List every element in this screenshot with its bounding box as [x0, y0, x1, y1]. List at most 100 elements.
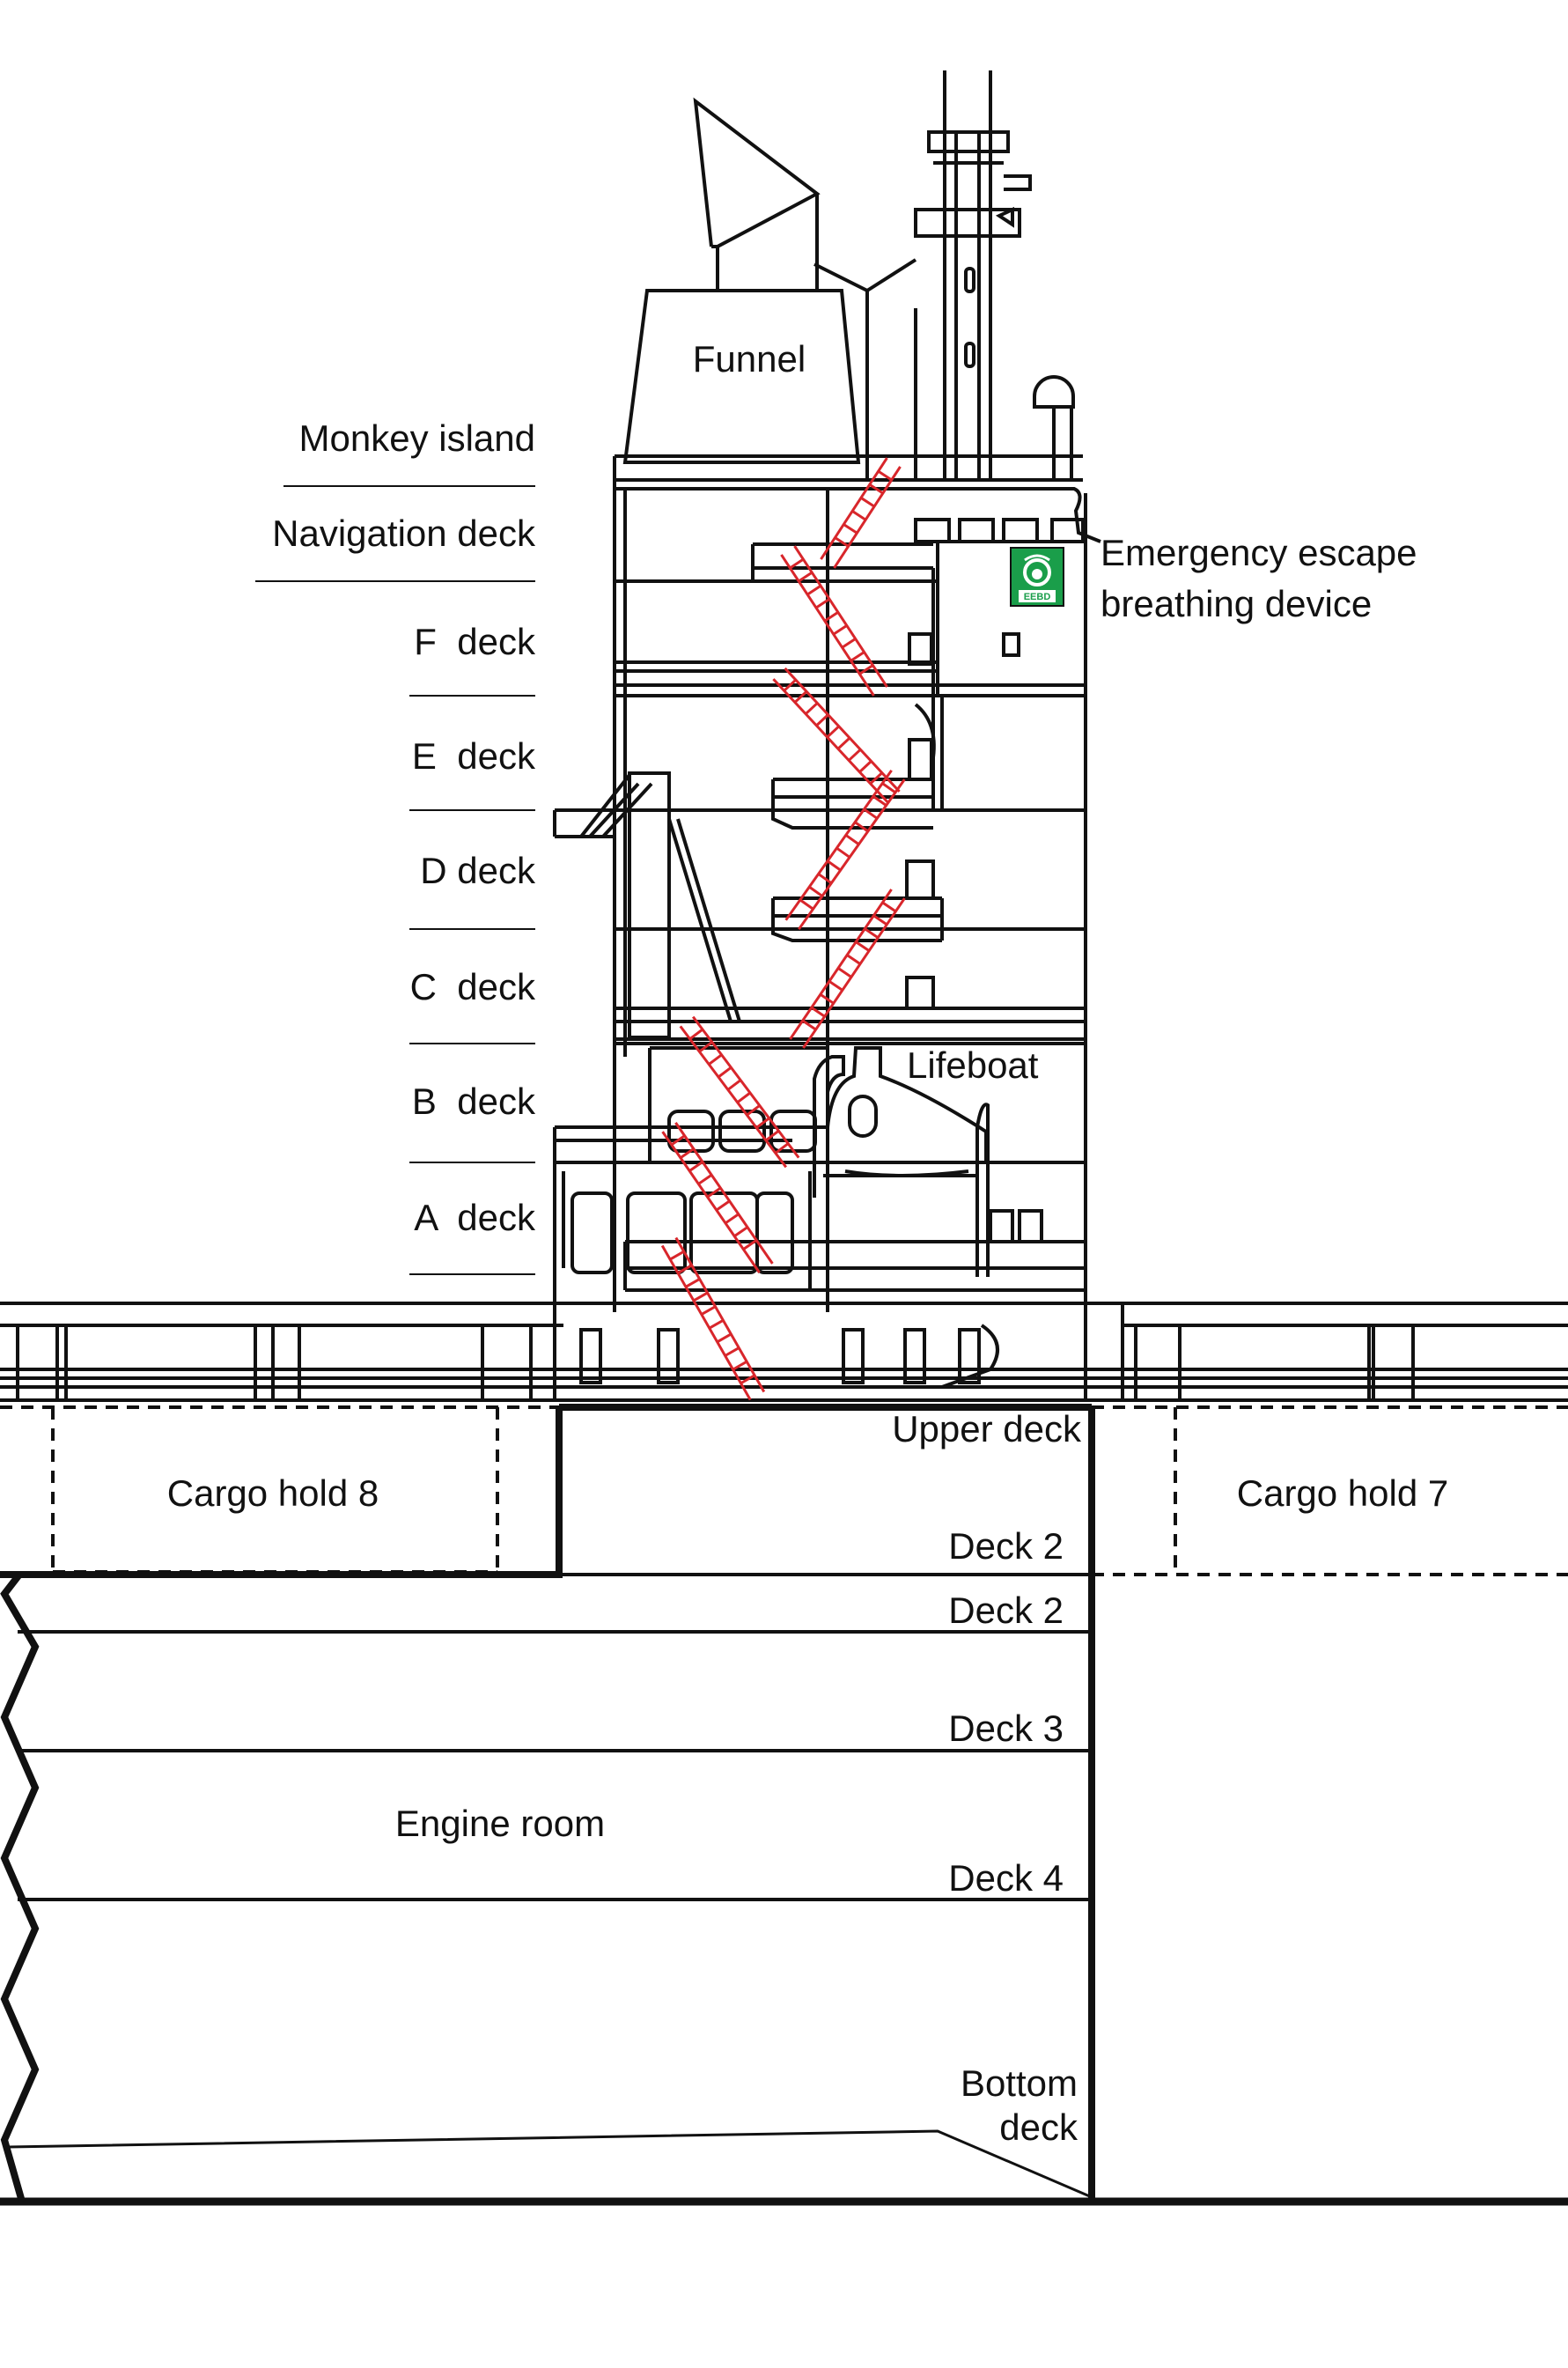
- navigation-deck-label: Navigation deck: [272, 513, 536, 554]
- ladder-rung: [801, 1019, 817, 1031]
- ladder-rung: [844, 834, 860, 845]
- ladder-rung: [685, 1278, 701, 1288]
- ladder-rung: [820, 992, 835, 1005]
- cargo-hold-7-label: Cargo hold 7: [1237, 1472, 1449, 1514]
- lifeboat-label: Lifeboat: [907, 1044, 1039, 1086]
- ladder-rung: [798, 571, 813, 583]
- ladder-rail: [793, 545, 888, 688]
- ladder-rung: [715, 1199, 731, 1212]
- ladder-rung: [716, 1332, 732, 1344]
- ladder-rail: [784, 667, 901, 793]
- deck-label-rules: [255, 485, 535, 1275]
- ladder-rung: [669, 1250, 685, 1261]
- monkey-island-label: Monkey island: [299, 417, 535, 459]
- eebd-sign: EEBD: [1010, 547, 1064, 607]
- ladder-rung: [881, 901, 897, 913]
- d-deck-label: D deck: [420, 850, 536, 891]
- eebd-label-line2: breathing device: [1101, 583, 1372, 624]
- ladder-rung: [718, 1066, 732, 1079]
- funnel: [622, 97, 861, 464]
- ladder-rung: [726, 1079, 742, 1091]
- ladder-rung: [708, 1053, 723, 1066]
- ladder-rung: [815, 598, 830, 609]
- ladder-rail: [820, 457, 888, 560]
- ladder-rung: [855, 941, 870, 952]
- eebd-sign-text: EEBD: [1024, 592, 1051, 602]
- funnel-label: Funnel: [693, 338, 806, 380]
- ladder-rung: [725, 1213, 740, 1225]
- ladder-rung: [697, 1173, 713, 1185]
- upper-deck-label: Upper deck: [892, 1408, 1082, 1450]
- cargo-hold-8-label: Cargo hold 8: [167, 1472, 379, 1514]
- escape-route-ladders: [660, 457, 906, 1401]
- ladder-rung: [815, 713, 829, 727]
- ladder-rung: [843, 523, 858, 535]
- ladder-rail: [802, 897, 906, 1049]
- ladder-rung: [698, 1041, 713, 1053]
- ladder-rung: [677, 1264, 693, 1275]
- bottom-deck-label-line1: Bottom: [961, 2062, 1078, 2104]
- ladder-rung: [680, 1147, 695, 1160]
- ladder-rung: [793, 690, 808, 704]
- deck-2-upper-label: Deck 2: [948, 1525, 1064, 1567]
- ladder-rung: [863, 808, 879, 820]
- eebd-label-line1: Emergency escape: [1101, 532, 1417, 573]
- ladder-rung: [724, 1346, 740, 1357]
- ladder-rung: [709, 1319, 725, 1330]
- a-deck-label: A deck: [414, 1197, 536, 1238]
- ladder-rung: [877, 469, 893, 482]
- superstructure: [553, 454, 1101, 1389]
- ladder-rail: [674, 1236, 766, 1393]
- ladder-rung: [872, 794, 887, 807]
- b-deck-label: B deck: [412, 1081, 536, 1122]
- ladder-rung: [799, 898, 814, 911]
- ladder-rung: [834, 536, 850, 548]
- escape-ladder: [679, 1015, 800, 1169]
- e-deck-label: E deck: [412, 735, 536, 777]
- ladder-rung: [693, 1291, 709, 1302]
- ladder-rail: [660, 1244, 752, 1401]
- ladder-rung: [826, 725, 840, 739]
- ladder-rung: [836, 736, 851, 750]
- escape-ladder: [789, 889, 906, 1049]
- ladder-rung: [733, 1226, 748, 1237]
- lifeboat: [813, 1046, 990, 1277]
- escape-ladder: [661, 1122, 774, 1273]
- ladder-rung: [827, 859, 842, 872]
- ladder-rung: [817, 873, 833, 885]
- ladder-rung: [742, 1239, 758, 1250]
- escape-ladder: [660, 1236, 766, 1401]
- ladder-rung: [837, 967, 852, 978]
- ladder-rung: [701, 1305, 717, 1316]
- ladder-rung: [850, 651, 865, 662]
- ladder-rail: [789, 889, 893, 1040]
- ladder-rung: [805, 702, 819, 715]
- ladder-rung: [858, 760, 872, 773]
- ladder-rung: [670, 1134, 686, 1147]
- ladder-rung: [736, 1091, 751, 1104]
- ladder-rung: [858, 664, 874, 675]
- escape-ladder: [784, 769, 906, 931]
- ladder-rung: [746, 1104, 761, 1117]
- deck-3-label: Deck 3: [948, 1708, 1064, 1749]
- ladder-rung: [868, 483, 884, 495]
- deck-2-lower-label: Deck 2: [948, 1590, 1064, 1631]
- escape-ladder: [820, 457, 902, 569]
- ladder-rung: [872, 914, 888, 926]
- ladder-rail: [784, 769, 893, 921]
- ladder-rung: [732, 1360, 747, 1371]
- upper-deck-railing: [0, 1290, 1568, 1402]
- ladder-rung: [832, 624, 848, 636]
- ladder-rung: [881, 782, 896, 794]
- ladder-rail: [772, 678, 889, 804]
- ladder-rung: [810, 1006, 826, 1018]
- ladder-rung: [846, 954, 861, 965]
- c-deck-label: C deck: [410, 966, 536, 1007]
- ladder-rung: [774, 1142, 790, 1154]
- ladder-rung: [828, 980, 843, 992]
- ladder-rung: [783, 678, 797, 692]
- ladder-rung: [806, 584, 821, 596]
- engine-room: [0, 1404, 1568, 2206]
- ladder-rung: [740, 1374, 755, 1385]
